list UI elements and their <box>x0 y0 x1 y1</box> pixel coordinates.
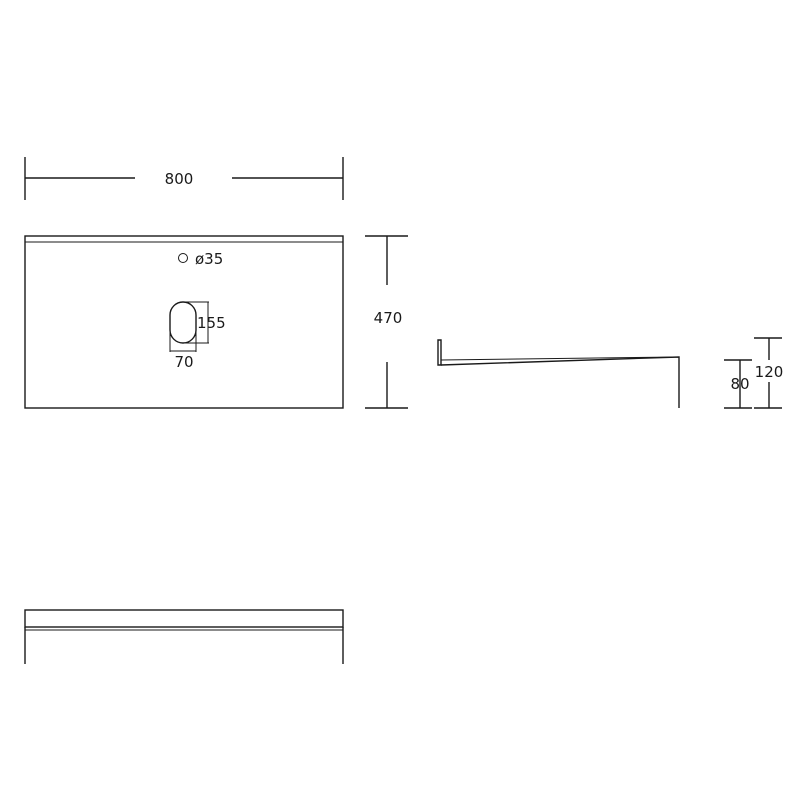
depth-dimension: 470 <box>365 235 408 409</box>
basin-outline <box>24 235 344 409</box>
waste-outlet-shape <box>169 301 197 344</box>
side-profile <box>440 356 680 408</box>
side-back-upstand <box>437 339 442 366</box>
tap-hole: ø35 <box>178 250 223 268</box>
side-short-dimension: 80 <box>724 359 752 409</box>
side-top-edge <box>440 356 680 361</box>
side-tall-label: 120 <box>755 363 784 381</box>
side-view: 80 120 <box>437 337 784 409</box>
tap-hole-circle <box>178 253 188 263</box>
width-dimension: 800 <box>24 157 344 200</box>
waste-height-label: 155 <box>197 314 226 332</box>
side-tall-dimension: 120 <box>754 337 784 409</box>
top-view: 800 ø35 155 70 470 <box>24 157 408 409</box>
front-top-slab <box>24 609 344 628</box>
side-short-label: 80 <box>730 375 749 393</box>
waste-outlet: 155 70 <box>169 301 226 371</box>
depth-label: 470 <box>374 309 403 327</box>
width-label: 800 <box>165 170 194 188</box>
tap-hole-label: ø35 <box>195 250 223 268</box>
waste-width-label: 70 <box>174 353 193 371</box>
front-view <box>24 609 344 664</box>
